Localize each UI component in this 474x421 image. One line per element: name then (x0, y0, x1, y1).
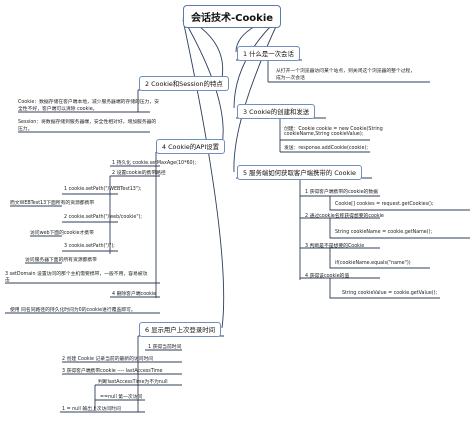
branch-1-session[interactable]: 1 什么是一次会话 (237, 46, 300, 61)
b4-item-4: 而文WEBTest13下面所有的资源都携带 (10, 201, 95, 206)
b4-item-7: 3 cookie.setPath("/"); (64, 244, 115, 249)
b5-item-8: String cookieValue = cookie.getValue(); (342, 291, 438, 296)
b4-item-8: 访问服务器下面的所有资源都携带 (25, 258, 97, 263)
branch-6-last-login[interactable]: 6 显示用户上次登录时间 (139, 322, 222, 337)
b2-note-line-3: Session：将数据存储到服务器端，安全性相对好，增加服务器的 (18, 120, 157, 125)
center-topic[interactable]: 会话技术-Cookie (183, 5, 281, 28)
branch-5-get-cookie[interactable]: 5 服务端如何获取客户端携带的 Cookie (237, 165, 362, 180)
b3-send: 发送：response.addCookie(cookie); (284, 146, 368, 151)
b4-item-12: 使用 同名同路径的持久化时间为0的cookie进行覆盖即可。 (10, 308, 136, 313)
branch-4-cookie-api[interactable]: 4 Cookie的API设置 (156, 139, 226, 154)
b4-item-6: 访问web下面的cookie才携带 (30, 231, 94, 236)
b4-item-10: 击 (5, 278, 10, 283)
b5-item-6: if(cookieName.equals("name")) (335, 261, 411, 266)
b4-item-9: 3 setDomain 设置访问的那个主机需要携带，一般不用，容易被攻 (5, 272, 148, 277)
b5-item-2: Cookie[] cookies = request.getCookies(); (335, 202, 434, 207)
b4-item-5: 2 cookie.setPath("/web/cookie"); (64, 215, 143, 220)
connector-center-b6 (182, 19, 225, 329)
b4-item-11: 4 删除客户端cookie (112, 292, 157, 297)
connector-center-b3 (233, 17, 280, 109)
b5-item-1: 1 获得客户端携带的cookie的数据 (305, 190, 378, 195)
b4-item-2: 2 设置cookie的携带路径 (112, 171, 166, 176)
b4-item-3: 1 cookie.setPath("/WEBTest13"); (64, 187, 142, 192)
b4-item-1: 1 持久化 cookie.setMaxAge(10*60); (112, 161, 197, 166)
b2-note-line-2: 全性不好，客户端可以清除 cookie。 (18, 107, 98, 112)
b1-note-line-1: 从打开一个浏览器访问某个站点，到关闭这个浏览器的整个过程， (276, 69, 416, 74)
b6-item-5: ==null 第一次访问 (100, 395, 143, 400)
b6-item-1: 1 获得当前时间 (148, 345, 182, 350)
branch-2-cookie-session[interactable]: 2 Cookie和Session的特点 (139, 76, 229, 91)
b5-item-5: 3 判断是不是想要的Cookie (305, 244, 365, 249)
b6-item-6: 1 = null 输出上次访问时间 (62, 407, 121, 412)
b3-create-line-1: 创建：Cookie cookie = new Cookie(String (284, 127, 383, 132)
b3-create-line-2: cookieName,String cookieValue); (284, 132, 364, 137)
branch-3-cookie-create-send[interactable]: 3 Cookie的创建和发送 (237, 104, 316, 119)
b2-note-line-1: Cookie：数据存储在客户端本地，减少服务器端的存储的压力，安 (18, 100, 160, 105)
b5-item-4: String cookieName = cookie.getName(); (335, 230, 433, 235)
b2-note-line-4: 压力。 (18, 127, 33, 132)
b5-item-3: 2 通过cookie名称获得想要的cookie (305, 214, 384, 219)
b6-item-4: 判断lastAccessTime为不为null (98, 380, 168, 385)
b6-item-3: 3 获得客户端携带cookie ---- lastAccessTime (62, 369, 163, 374)
b6-item-2: 2 创建 Cookie 记录当前的最新的访问时间 (62, 357, 154, 362)
b5-item-7: 4 获得该cookie的值 (305, 274, 350, 279)
b1-note-line-2: 成为一次会话 (276, 76, 305, 81)
